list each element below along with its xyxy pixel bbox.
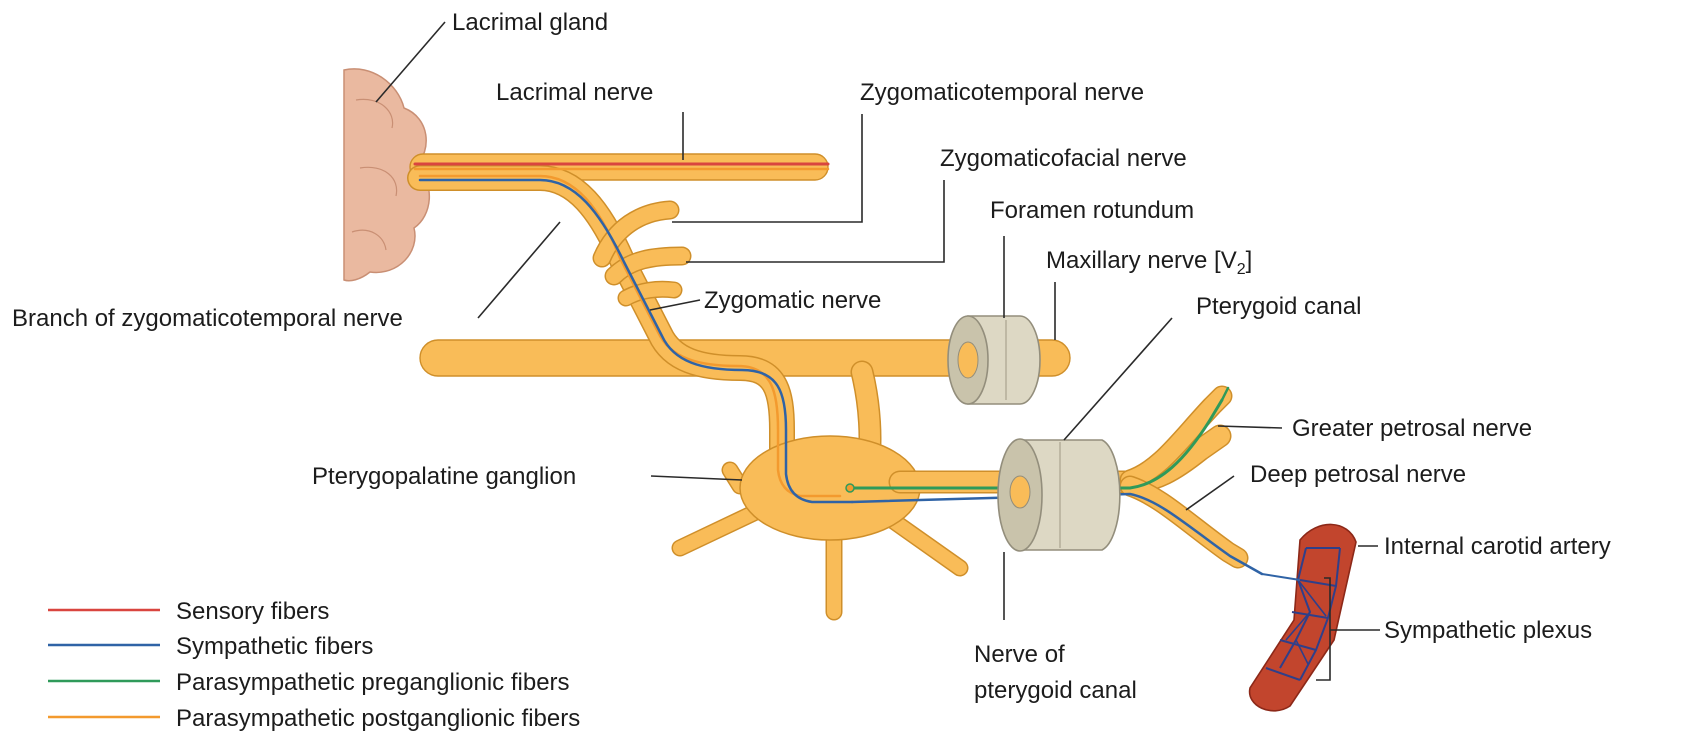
label-greater-petrosal-nerve: Greater petrosal nerve <box>1292 415 1532 442</box>
label-nerve-of-pterygoid-canal-line2: pterygoid canal <box>974 677 1137 704</box>
legend-label-parasympathetic-preganglionic: Parasympathetic preganglionic fibers <box>176 669 570 696</box>
label-deep-petrosal-nerve: Deep petrosal nerve <box>1250 461 1466 488</box>
label-maxillary-nerve: Maxillary nerve [V2] <box>1046 247 1252 278</box>
label-internal-carotid-artery: Internal carotid artery <box>1384 533 1611 560</box>
label-sympathetic-plexus: Sympathetic plexus <box>1384 617 1592 644</box>
pterygoid-canal <box>998 439 1120 551</box>
label-foramen-rotundum: Foramen rotundum <box>990 197 1194 224</box>
legend: Sensory fibers Sympathetic fibers Parasy… <box>48 598 580 732</box>
label-lacrimal-gland: Lacrimal gland <box>452 9 608 36</box>
label-zygomaticotemporal-nerve: Zygomaticotemporal nerve <box>860 79 1144 106</box>
pterygopalatine-ganglion <box>680 436 960 612</box>
foramen-rotundum-canal <box>948 316 1040 404</box>
label-pterygopalatine-ganglion: Pterygopalatine ganglion <box>312 463 576 490</box>
label-branch-zygomaticotemporal: Branch of zygomaticotemporal nerve <box>12 305 403 332</box>
legend-label-sensory: Sensory fibers <box>176 598 329 625</box>
label-zygomaticofacial-nerve: Zygomaticofacial nerve <box>940 145 1187 172</box>
label-lacrimal-nerve: Lacrimal nerve <box>496 79 653 106</box>
legend-label-sympathetic: Sympathetic fibers <box>176 633 373 660</box>
label-pterygoid-canal: Pterygoid canal <box>1196 293 1361 320</box>
label-nerve-of-pterygoid-canal-line1: Nerve of <box>974 641 1065 668</box>
internal-carotid-artery <box>1250 524 1356 710</box>
legend-label-parasympathetic-postganglionic: Parasympathetic postganglionic fibers <box>176 705 580 732</box>
label-zygomatic-nerve: Zygomatic nerve <box>704 287 881 314</box>
